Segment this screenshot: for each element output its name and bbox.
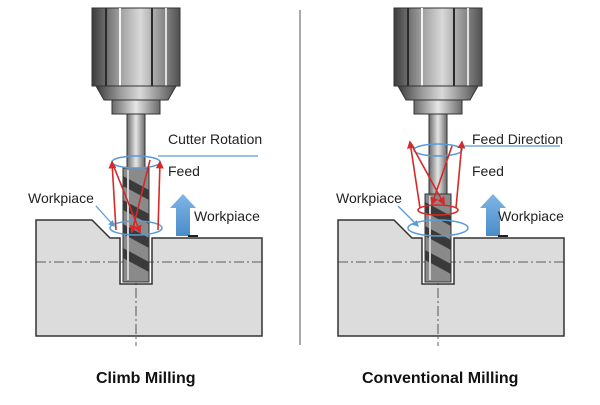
caption-climb-milling: Climb Milling	[96, 370, 196, 387]
caption-conventional-milling: Conventional Milling	[362, 370, 519, 387]
right-rotation-ellipse-bottom	[407, 219, 469, 237]
left-workpiece	[35, 219, 263, 337]
left-force-arrows	[108, 159, 164, 234]
label-cutter-rotation: Cutter Rotation	[168, 131, 263, 147]
label-feed-left: Feed	[168, 163, 200, 179]
right-tool-flutes	[424, 193, 452, 283]
left-tool-shank	[126, 113, 146, 169]
right-panel	[337, 7, 565, 346]
label-workpiece-left-a: Workpiace	[28, 190, 94, 206]
left-spindle	[91, 7, 181, 115]
left-workpiece-pointer	[95, 205, 115, 227]
label-workpiece-right-b: Workpiace	[498, 208, 564, 224]
right-force-arrows	[407, 140, 466, 209]
right-workpiece-pointer	[397, 205, 419, 227]
right-workpiece-arrow	[480, 194, 508, 237]
left-tool-flutes	[122, 167, 150, 283]
right-spindle	[393, 7, 483, 115]
right-workpiece	[337, 219, 565, 337]
label-workpiece-left-b: Workpiace	[194, 208, 260, 224]
label-workpiece-right-a: Workpiace	[336, 190, 402, 206]
left-workpiece-arrow	[170, 194, 198, 237]
left-panel	[35, 7, 263, 346]
label-feed-direction: Feed Direction	[472, 131, 564, 147]
label-feed-right: Feed	[472, 163, 504, 179]
